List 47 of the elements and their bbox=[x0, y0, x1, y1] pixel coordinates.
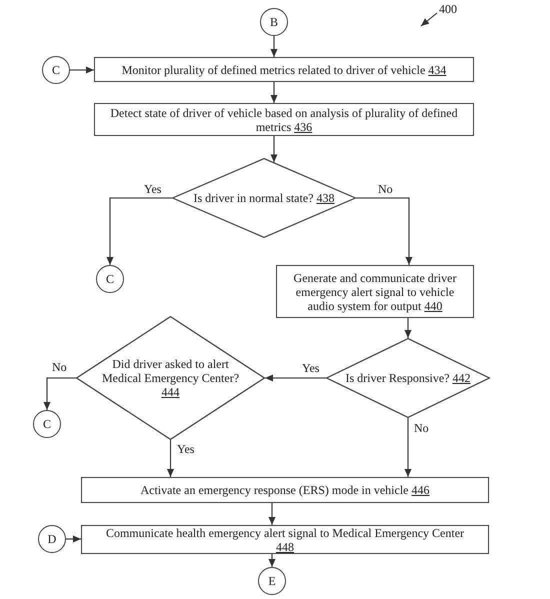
edge-label: Yes bbox=[176, 443, 196, 456]
figure-number: 400 bbox=[439, 2, 457, 16]
question-text: Did driver asked to alert Medical Emergency Center? 444 bbox=[100, 357, 240, 399]
flow-arrow bbox=[167, 440, 174, 477]
edge-label: No bbox=[51, 361, 68, 374]
connector-letter: C bbox=[52, 63, 60, 77]
question-text: Is driver Responsive? 442 bbox=[346, 371, 470, 385]
step-text: Generate and communicate driver emergency alert signal to vehicle audio system for output 440 bbox=[292, 270, 458, 312]
flow-arrow bbox=[66, 536, 81, 542]
connector-circle bbox=[42, 56, 70, 84]
flow-arrow bbox=[70, 66, 94, 74]
flow-arrow bbox=[268, 503, 276, 525]
edge-label: Yes bbox=[143, 183, 162, 196]
step-text: Monitor plurality of defined metrics related to driver of vehicle 434 bbox=[122, 62, 446, 76]
flow-arrow bbox=[356, 197, 412, 265]
process-box bbox=[276, 265, 474, 318]
connector-letter: B bbox=[270, 15, 278, 29]
edge-label: Yes bbox=[301, 362, 320, 375]
step-text: Activate an emergency response (ERS) mode in vehicle 446 bbox=[140, 483, 430, 497]
question-text: Is driver in normal state? 438 bbox=[194, 191, 334, 205]
flow-arrow bbox=[270, 136, 278, 162]
connector-circle bbox=[96, 265, 124, 293]
leader-arrow bbox=[420, 12, 438, 26]
flow-arrow bbox=[270, 82, 278, 103]
connector-letter: D bbox=[48, 532, 56, 546]
process-box bbox=[81, 525, 489, 554]
edge-label: No bbox=[377, 183, 394, 196]
flow-arrow bbox=[44, 377, 76, 410]
flow-arrow bbox=[270, 36, 278, 57]
step-text: Communicate health emergency alert signal to Medical Emergency Center 448 bbox=[106, 526, 464, 554]
flow-arrow bbox=[265, 374, 326, 382]
connector-circle bbox=[258, 567, 286, 595]
step-text: Detect state of driver of vehicle based on analysis of plurality of defined metrics 436 bbox=[109, 106, 459, 134]
connector-circle bbox=[260, 8, 288, 36]
flow-arrow bbox=[268, 554, 276, 567]
flow-arrow bbox=[404, 318, 412, 338]
edge-label: No bbox=[413, 422, 430, 435]
connector-circle bbox=[33, 410, 61, 438]
flow-arrow bbox=[106, 197, 172, 265]
process-box bbox=[94, 57, 474, 82]
connector-letter: E bbox=[268, 574, 276, 588]
process-box bbox=[94, 103, 474, 136]
process-box bbox=[81, 477, 489, 503]
connector-letter: C bbox=[42, 417, 51, 431]
flow-arrow bbox=[404, 418, 412, 477]
connector-letter: C bbox=[106, 272, 114, 286]
connector-circle bbox=[38, 525, 66, 553]
